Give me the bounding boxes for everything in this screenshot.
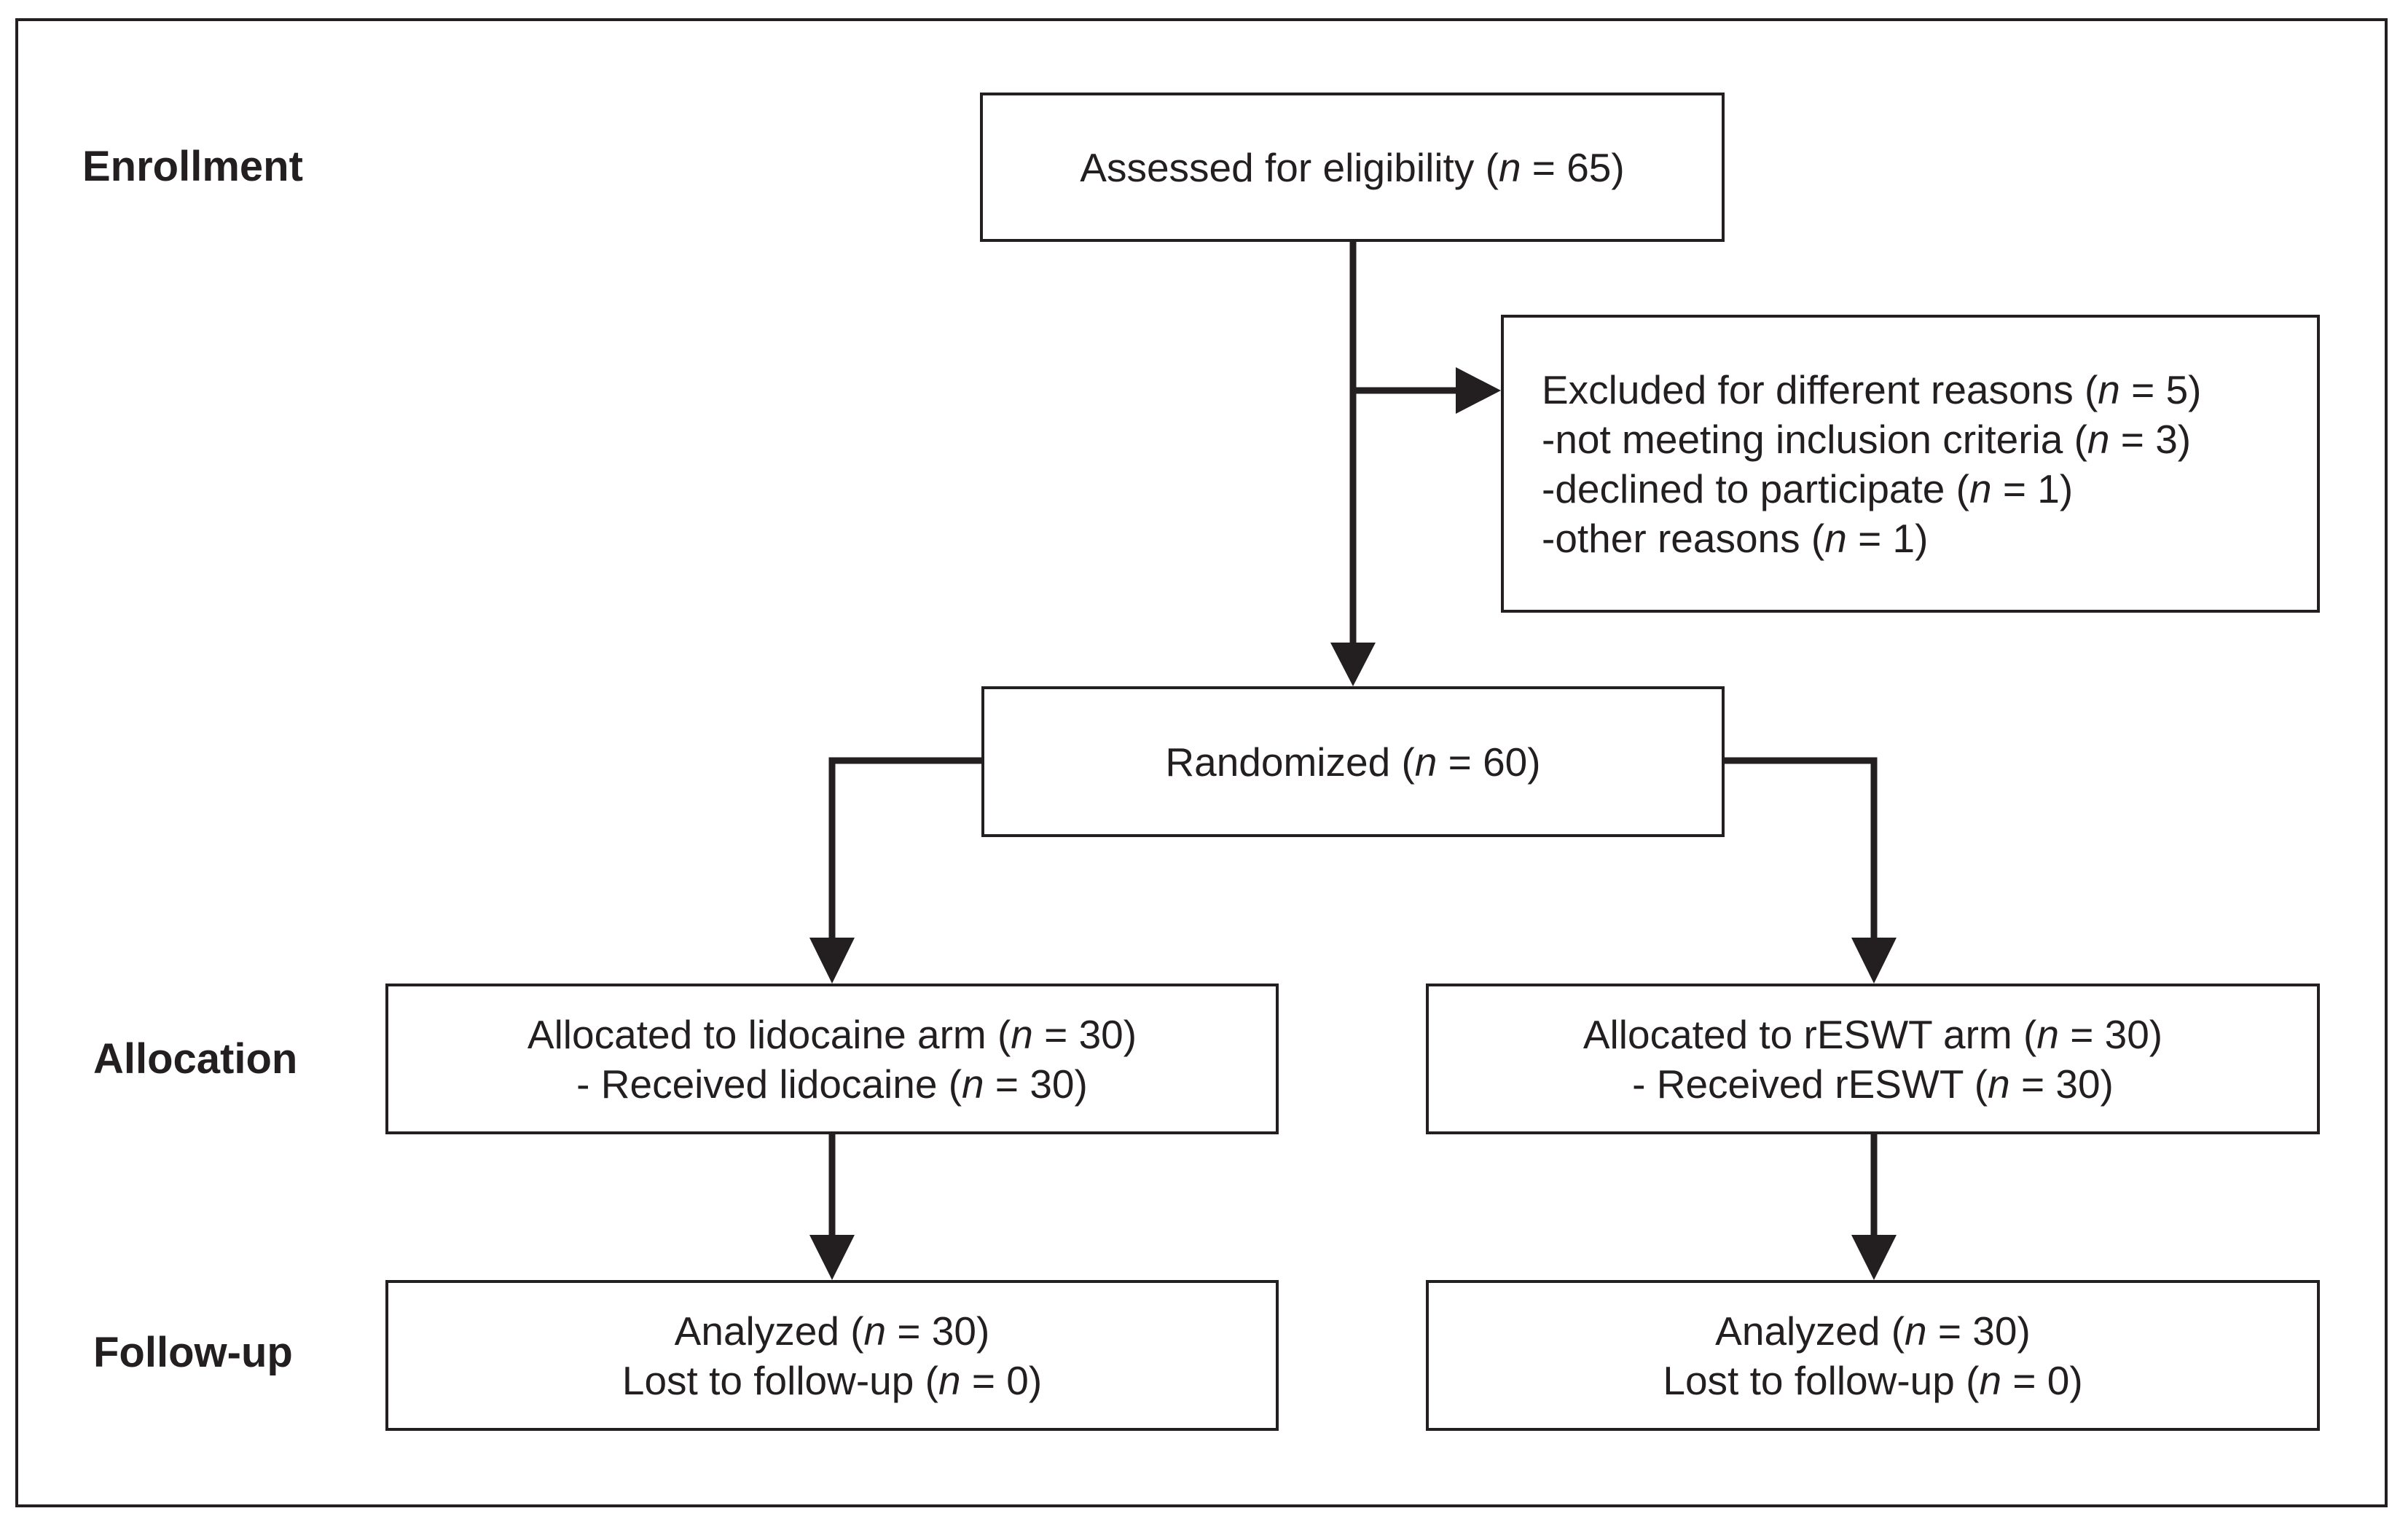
arrowhead-to-lidocaine	[809, 938, 855, 984]
box-text-line: Analyzed (n = 30)	[1715, 1308, 2031, 1354]
box-text-line: Lost to follow-up (n = 0)	[1663, 1357, 2083, 1403]
allocated-lidocaine-box: Allocated to lidocaine arm (n = 30)- Rec…	[385, 984, 1279, 1134]
box-text-line: -other reasons (n = 1)	[1542, 515, 1929, 561]
allocated-reswt-box: Allocated to rESWT arm (n = 30)- Receive…	[1426, 984, 2320, 1134]
arrowhead-to-reswt	[1851, 938, 1897, 984]
box-text-line: - Received lidocaine (n = 30)	[576, 1061, 1088, 1107]
box-text-line: Lost to follow-up (n = 0)	[621, 1357, 1043, 1403]
box-text-line: Excluded for different reasons (n = 5)	[1542, 366, 2202, 412]
arrowhead-to-excluded	[1456, 367, 1501, 414]
analyzed-lidocaine-box: Analyzed (n = 30)Lost to follow-up (n = …	[385, 1280, 1279, 1431]
assessed-box: Assessed for eligibility (n = 65)	[980, 93, 1725, 242]
stage-label-follow-up: Follow-up	[93, 1329, 293, 1376]
box-text-line: Assessed for eligibility (n = 65)	[1080, 144, 1625, 190]
box-text-line: Analyzed (n = 30)	[674, 1308, 990, 1354]
analyzed-reswt-box: Analyzed (n = 30)Lost to follow-up (n = …	[1426, 1280, 2320, 1431]
connector-randomized-to-reswt	[1724, 757, 1878, 943]
box-text-line: Allocated to lidocaine arm (n = 30)	[527, 1011, 1137, 1057]
stage-label-enrollment: Enrollment	[82, 143, 303, 190]
arrowhead-to-analyzed-lidocaine	[809, 1235, 855, 1280]
box-text-line: - Received rESWT (n = 30)	[1632, 1061, 2114, 1107]
excluded-box: Excluded for different reasons (n = 5)-n…	[1501, 315, 2320, 613]
randomized-box: Randomized (n = 60)	[981, 686, 1725, 837]
connector-randomized-to-lidocaine	[828, 757, 983, 943]
stage-label-allocation: Allocation	[93, 1035, 298, 1083]
box-text-line: Randomized (n = 60)	[1165, 739, 1541, 785]
diagram-frame	[15, 18, 2388, 1507]
box-text-line: -declined to participate (n = 1)	[1542, 466, 2074, 511]
box-text-line: Allocated to rESWT arm (n = 30)	[1583, 1011, 2163, 1057]
arrowhead-to-randomized	[1330, 643, 1376, 686]
arrowhead-to-analyzed-reswt	[1851, 1235, 1897, 1280]
box-text-line: -not meeting inclusion criteria (n = 3)	[1542, 416, 2192, 462]
